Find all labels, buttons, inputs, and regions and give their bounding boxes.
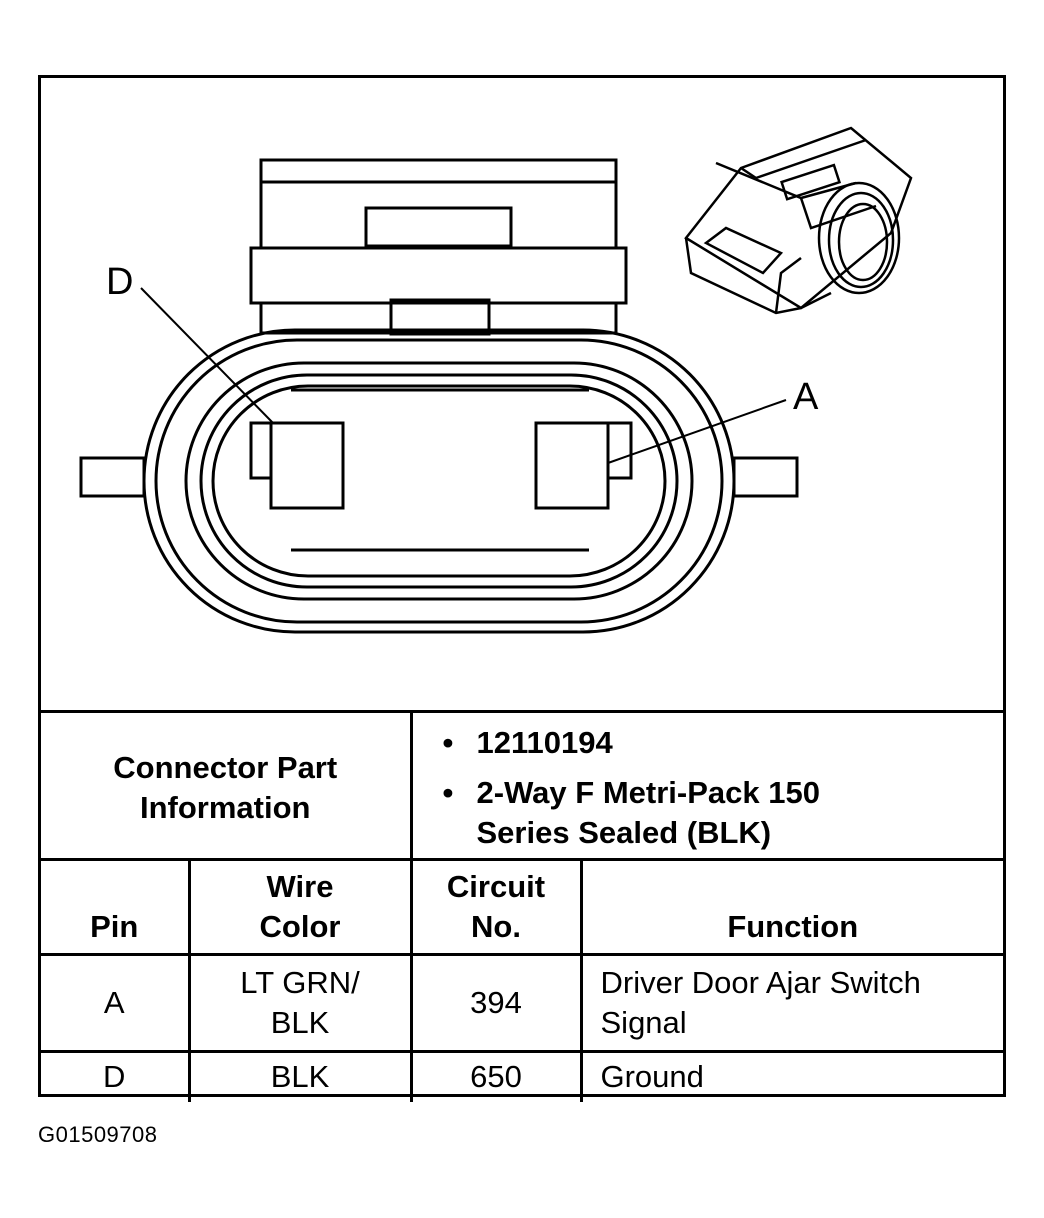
connector-info-row: Connector Part Information •12110194 •2-… xyxy=(41,710,1003,860)
connector-latch-top xyxy=(259,158,618,250)
row-a-circuit: 394 xyxy=(411,953,583,1052)
row-a-wire-color: LT GRN/ BLK xyxy=(189,953,413,1052)
connector-pinout-table: Connector Part Information •12110194 •2-… xyxy=(41,710,1003,1102)
header-pin: Pin xyxy=(41,858,191,955)
header-wire-color: Wire Color xyxy=(189,858,413,955)
connector-side-tab-right xyxy=(732,456,799,498)
terminal-cavity-d xyxy=(269,421,345,510)
connector-isometric-view xyxy=(684,126,913,315)
header-circuit-no: Circuit No. xyxy=(411,858,583,955)
connector-info-label: Connector Part Information xyxy=(41,710,413,860)
table-row: A LT GRN/ BLK 394 Driver Door Ajar Switc… xyxy=(41,953,1003,1052)
row-d-circuit: 650 xyxy=(411,1050,583,1102)
figure-frame: D A Connector Part Information •12110194… xyxy=(38,75,1006,1102)
callout-pin-a: A xyxy=(793,376,819,418)
connector-part-number: •12110194 xyxy=(442,725,613,760)
connector-info-values: •12110194 •2-Way F Metri-Pack 150 Series… xyxy=(411,710,1003,860)
connector-face-drawing xyxy=(79,126,913,634)
figure-id: G01509708 xyxy=(38,1122,158,1147)
connector-description: •2-Way F Metri-Pack 150 Series Sealed (B… xyxy=(442,775,820,850)
row-d-function: Ground xyxy=(581,1050,1003,1102)
row-d-pin: D xyxy=(41,1050,191,1102)
terminal-cavity-a xyxy=(534,421,610,510)
header-function: Function xyxy=(581,858,1003,955)
table-row: D BLK 650 Ground xyxy=(41,1050,1003,1102)
row-a-function: Driver Door Ajar Switch Signal xyxy=(581,953,1003,1052)
row-a-pin: A xyxy=(41,953,191,1052)
callout-pin-d: D xyxy=(106,261,134,303)
connector-side-tab-left xyxy=(79,456,146,498)
connector-diagram: D A xyxy=(41,78,1003,710)
row-d-wire-color: BLK xyxy=(189,1050,413,1102)
table-header-row: Pin Wire Color Circuit No. Function xyxy=(41,858,1003,955)
